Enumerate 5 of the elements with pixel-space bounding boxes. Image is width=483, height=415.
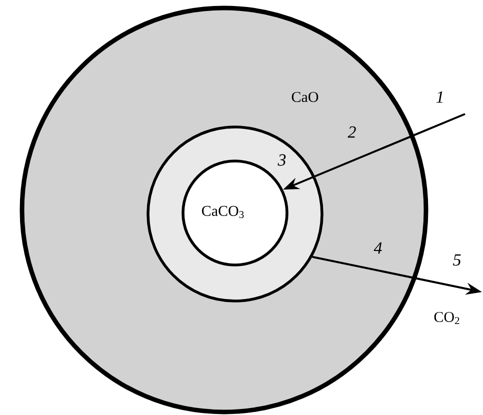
step-number: 4 xyxy=(374,242,382,254)
gas-label: CO$_{2}$ xyxy=(434,312,460,324)
step-number: 5 xyxy=(453,254,461,266)
step-number: 1 xyxy=(436,91,442,103)
step-number: 2 xyxy=(348,126,356,138)
